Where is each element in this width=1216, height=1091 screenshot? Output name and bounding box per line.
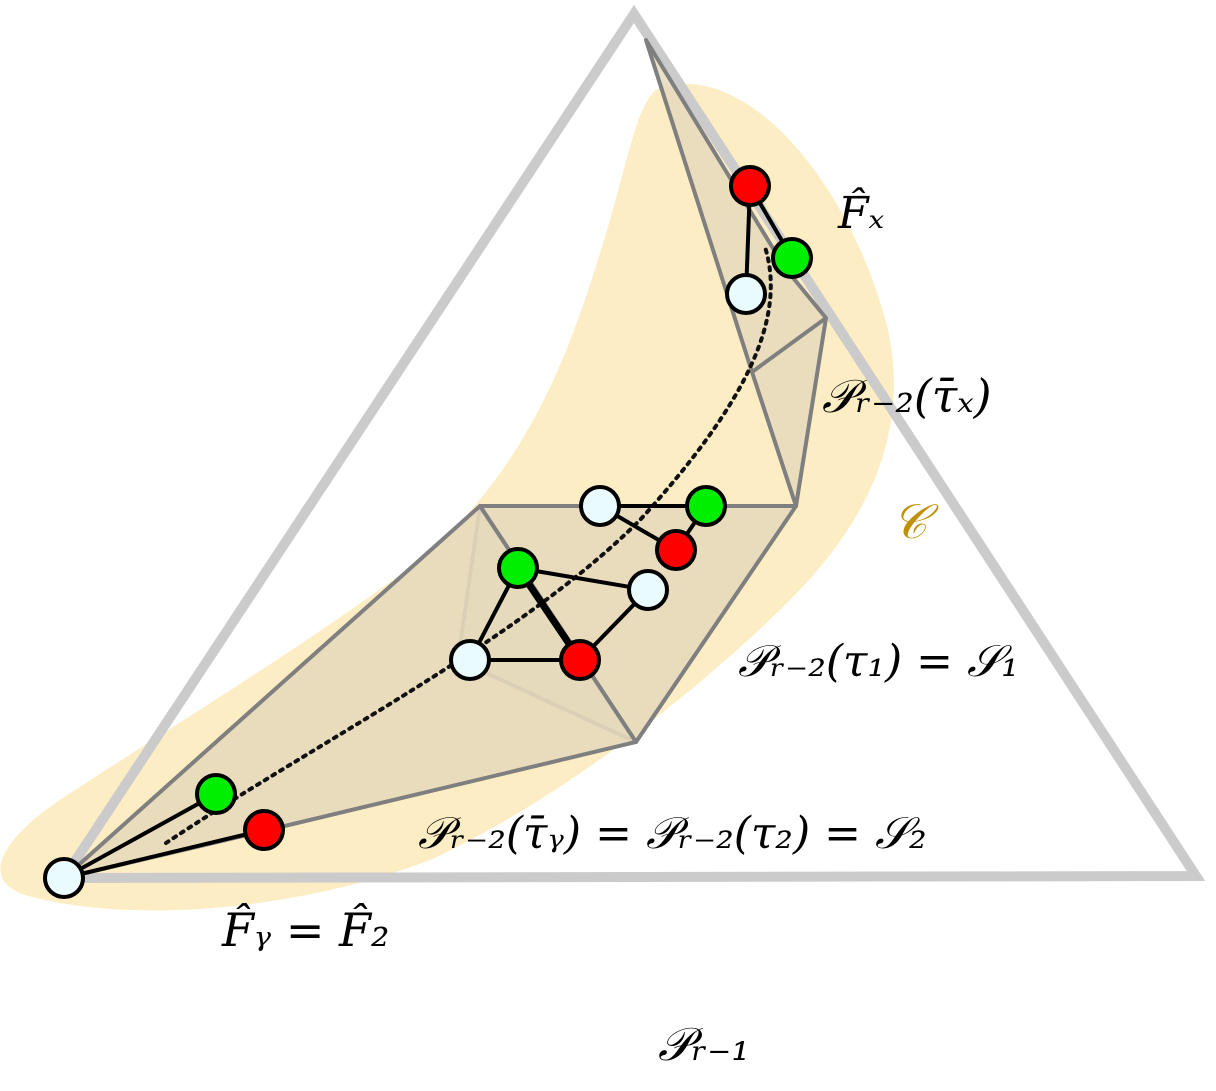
label-cone: 𝒞 bbox=[892, 494, 939, 550]
label-f-y-hat: F̂ᵧ = F̂₂ bbox=[221, 903, 389, 957]
node-white bbox=[579, 485, 621, 527]
dotted-path bbox=[164, 242, 773, 845]
node-green bbox=[195, 773, 237, 815]
node-red bbox=[243, 809, 285, 851]
polytope-tau-x-edge bbox=[750, 316, 828, 374]
node-green bbox=[685, 485, 727, 527]
cone-region bbox=[0, 83, 894, 911]
node-white bbox=[449, 639, 491, 681]
node-red bbox=[729, 165, 771, 207]
node-green bbox=[497, 547, 539, 589]
node-red bbox=[559, 639, 601, 681]
node-white bbox=[43, 857, 85, 899]
polytope-tau-x bbox=[644, 38, 828, 508]
label-p-tau-y: 𝒫ᵣ₋₂(τ̄ᵧ) = 𝒫ᵣ₋₂(τ₂) = 𝒮₂ bbox=[418, 808, 927, 859]
node-white bbox=[725, 273, 767, 315]
label-f-x-hat: F̂ₓ bbox=[837, 186, 885, 239]
label-p-tau-x: 𝒫ᵣ₋₂(τ̄ₓ) bbox=[822, 369, 992, 423]
outer-triangle bbox=[54, 4, 1206, 884]
node-red bbox=[655, 529, 697, 571]
label-p-tau1: 𝒫ᵣ₋₂(τ₁) = 𝒮₁ bbox=[738, 636, 1019, 687]
node-white bbox=[627, 569, 669, 611]
label-p-outer: 𝒫ᵣ₋₁ bbox=[658, 1017, 750, 1071]
graph-nodes bbox=[43, 165, 813, 899]
node-green bbox=[771, 237, 813, 279]
